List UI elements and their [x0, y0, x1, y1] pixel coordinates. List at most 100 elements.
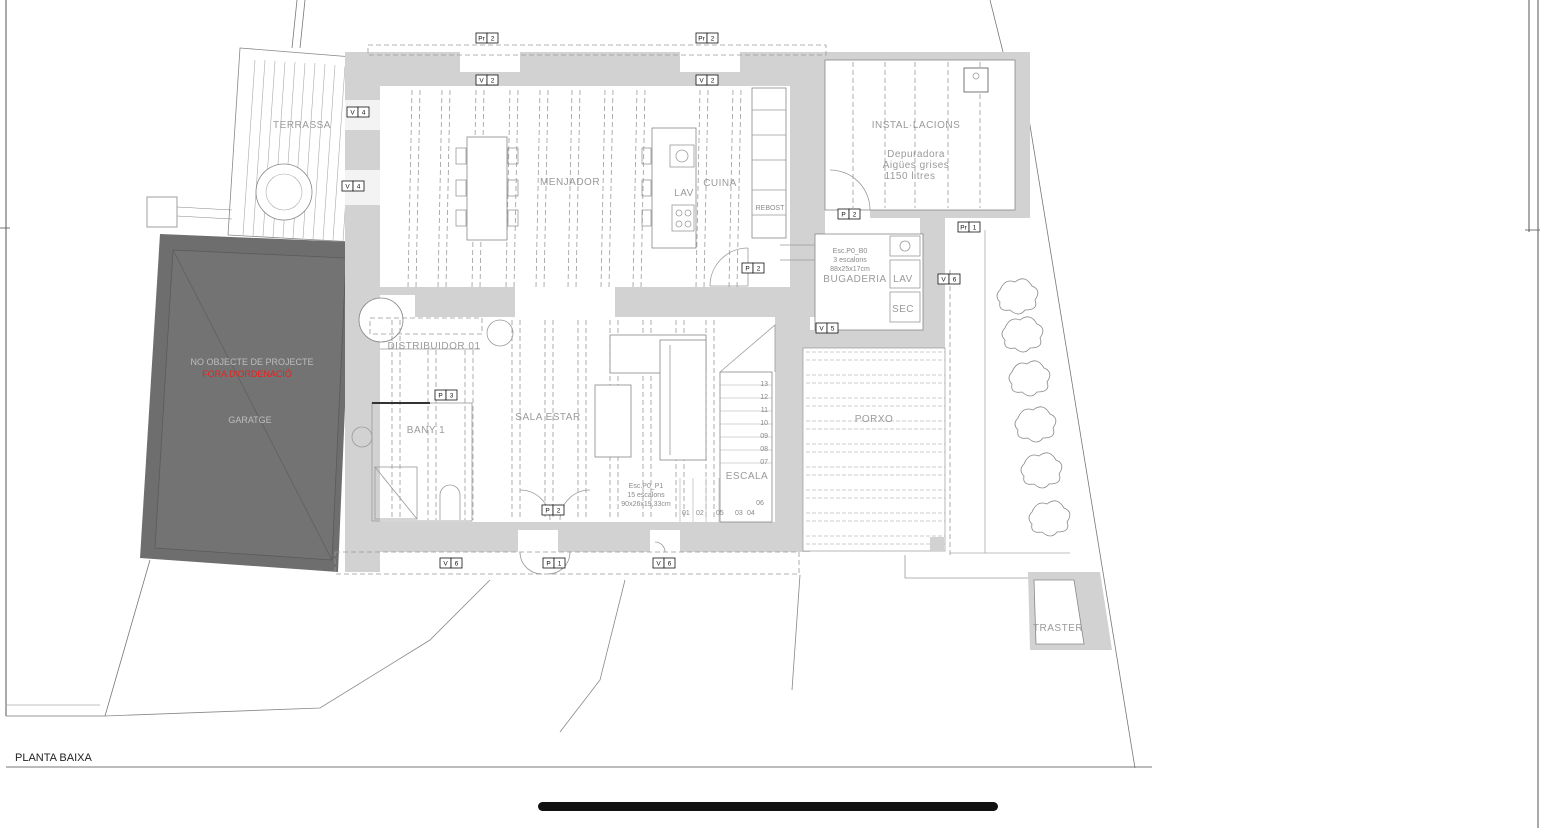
- stair-step-09: 09: [760, 433, 768, 440]
- note-no-objecte: NO OBJECTE DE PROJECTE: [190, 357, 313, 367]
- opening-tag: Pr 2: [695, 32, 719, 44]
- stair-step-03: 03: [735, 510, 743, 517]
- stair-step-10: 10: [760, 420, 768, 427]
- room-label-distribuidor: DISTRIBUIDOR 01: [387, 341, 480, 352]
- traster-shed: [1028, 572, 1112, 650]
- depuradora-line2: Aigües grises: [883, 160, 950, 171]
- garage-area: [140, 234, 352, 572]
- opening-tag-type: V: [699, 78, 704, 85]
- opening-tag-number: 2: [853, 212, 857, 219]
- opening-tag-number: 6: [668, 561, 672, 568]
- opening-tag-type: Pr: [478, 36, 485, 43]
- depuradora-line3: 1150 litres: [885, 171, 936, 182]
- plan-title: PLANTA BAIXA: [15, 752, 92, 764]
- opening-tag-number: 2: [557, 508, 561, 515]
- opening-tag-type: V: [819, 326, 824, 333]
- room-label-escala: ESCALA: [726, 471, 768, 482]
- opening-tag-type: V: [443, 561, 448, 568]
- stair-step-01: 01: [682, 510, 690, 517]
- opening-tag-number: 2: [711, 36, 715, 43]
- opening-tag-type: V: [941, 277, 946, 284]
- room-label-cuina: CUINA: [703, 178, 737, 189]
- opening-tag-number: 4: [362, 110, 366, 117]
- room-label-bugaderia: BUGADERIA: [823, 274, 886, 285]
- room-label-traster: TRASTER: [1033, 623, 1083, 634]
- stair-step-04: 04: [747, 510, 755, 517]
- porch: [802, 270, 1030, 579]
- kitchen-counter: REBOST: [709, 87, 787, 287]
- opening-tag-type: P: [745, 266, 749, 273]
- stair-b0-line3: 88x25x17cm: [830, 266, 870, 273]
- stair-step-05: 05: [716, 510, 724, 517]
- stair-note-line1: Esc.P0_P1: [629, 483, 664, 490]
- opening-tag-number: 4: [357, 184, 361, 191]
- opening-tag-number: 1: [558, 561, 562, 568]
- laundry-room: [780, 233, 924, 331]
- dining-table: [455, 136, 519, 241]
- opening-tag-type: V: [345, 184, 350, 191]
- opening-tag-type: P: [546, 561, 550, 568]
- opening-tag-number: 1: [973, 225, 977, 232]
- bathroom: [351, 402, 473, 522]
- opening-tag-number: 5: [831, 326, 835, 333]
- stair-note-line2: 15 escalons: [627, 492, 665, 499]
- room-label-sala-estar: SALA ESTAR: [515, 412, 580, 423]
- room-label-garatge: GARATGE: [228, 415, 271, 425]
- opening-tag-type: Pr: [698, 36, 705, 43]
- opening-tag-type: V: [656, 561, 661, 568]
- room-label-installacions: INSTAL·LACIONS: [872, 120, 961, 131]
- opening-tag-number: 6: [953, 277, 957, 284]
- stair-b0-line1: Esc.P0_B0: [833, 248, 868, 255]
- home-indicator[interactable]: [538, 802, 998, 811]
- opening-tag-number: 2: [491, 78, 495, 85]
- stair-b0-line2: 3 escalons: [833, 257, 867, 264]
- room-label-menjador: MENJADOR: [540, 177, 600, 188]
- opening-tag-number: 6: [455, 561, 459, 568]
- stair-step-07: 07: [760, 459, 768, 466]
- room-label-sec: SEC: [892, 304, 914, 315]
- stair-step-06: 06: [756, 500, 764, 507]
- installations-room: [824, 59, 1016, 211]
- trees: [950, 230, 1071, 554]
- opening-tag-number: 2: [757, 266, 761, 273]
- opening-tag-type: V: [479, 78, 484, 85]
- note-fora-ordenacio: FORA D'ORDENACIÓ: [202, 369, 292, 379]
- stair-step-08: 08: [760, 446, 768, 453]
- room-label-terrassa: TERRASSA: [273, 120, 331, 131]
- stair-step-02: 02: [696, 510, 704, 517]
- room-label-bany: BANY 1: [407, 425, 445, 436]
- opening-tag-type: P: [545, 508, 549, 515]
- room-label-lav-kitchen: LAV: [674, 188, 694, 199]
- opening-tag: Pr 2: [475, 32, 499, 44]
- opening-tag-number: 2: [491, 36, 495, 43]
- depuradora-line1: Depuradora: [887, 149, 945, 160]
- room-label-rebost: REBOST: [756, 205, 786, 212]
- stair-step-13: 13: [760, 381, 768, 388]
- opening-tag-type: V: [350, 110, 355, 117]
- stair-step-11: 11: [761, 407, 768, 414]
- staircase: 13 12 11 10 09 08 07 06 04 03 02 01 05: [679, 324, 776, 523]
- room-label-lav-small: LAV: [893, 274, 913, 285]
- opening-tag-type: P: [438, 393, 442, 400]
- stair-step-12: 12: [760, 394, 768, 401]
- upper-floor-outline: [334, 44, 827, 575]
- stair-note-line3: 90x26x19,33cm: [621, 501, 671, 508]
- site-boundary: [6, 0, 1136, 769]
- kitchen-island: [641, 127, 697, 249]
- opening-tag-number: 2: [711, 78, 715, 85]
